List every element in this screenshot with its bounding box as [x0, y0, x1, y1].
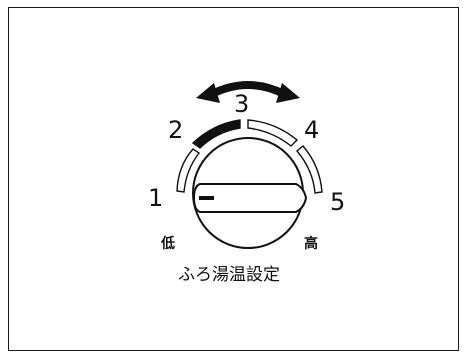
low-label: 低 [160, 235, 175, 252]
scale-segment-4 [296, 145, 323, 194]
scale-segment-2 [191, 119, 241, 149]
position-label-5: 5 [330, 188, 345, 216]
scale-segment-3 [247, 119, 299, 147]
position-label-2: 2 [168, 116, 183, 144]
level-scale [176, 119, 323, 194]
position-label-4: 4 [304, 116, 319, 144]
position-label-3: 3 [234, 90, 249, 118]
diagram-frame [8, 7, 459, 351]
temperature-knob [192, 137, 308, 249]
caption: ふろ湯温設定 [178, 265, 280, 285]
position-label-1: 1 [148, 184, 163, 212]
scale-segment-1 [176, 148, 201, 193]
double-arrow-icon [196, 81, 300, 103]
high-label: 高 [304, 235, 318, 252]
